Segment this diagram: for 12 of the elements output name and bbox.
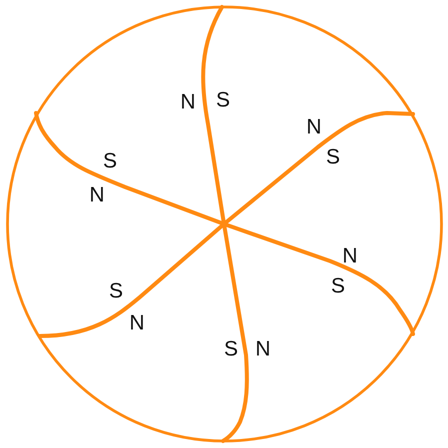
pole-label: N	[342, 246, 358, 266]
pole-label: S	[109, 280, 123, 302]
pole-label: N	[129, 312, 145, 334]
pole-label: S	[216, 90, 230, 110]
pole-label: N	[306, 116, 322, 138]
pole-label: S	[103, 150, 117, 172]
pole-label: S	[224, 338, 238, 360]
pole-label: N	[180, 92, 196, 112]
pole-label: S	[326, 146, 340, 168]
pole-label: S	[331, 276, 345, 296]
pole-label: N	[255, 338, 271, 360]
pole-label: N	[89, 184, 105, 206]
